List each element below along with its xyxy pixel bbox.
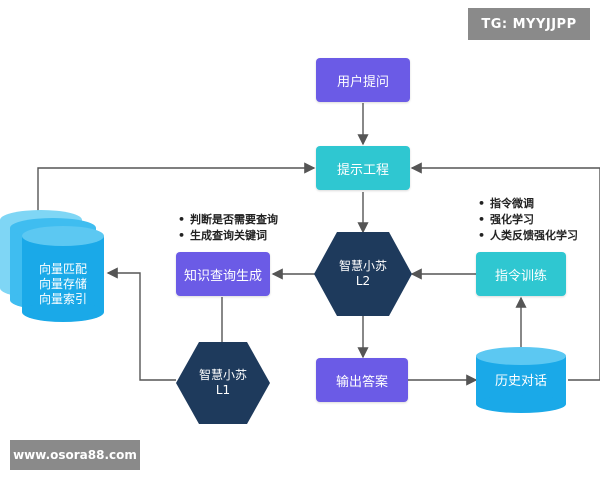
prompt-engineering-node: 提示工程 <box>316 146 410 190</box>
prompt-engineering-label: 提示工程 <box>336 162 389 178</box>
note-item: 强化学习 <box>476 212 578 228</box>
hexagon-l2-level: L2 <box>355 274 371 288</box>
edge-vectordb-to-prompt <box>37 162 316 215</box>
instruction-training-label: 指令训练 <box>494 268 547 284</box>
url-watermark-text: www.osora88.com <box>13 448 137 462</box>
hexagon-l1-node: 智慧小苏 L1 <box>176 363 270 403</box>
vector-db-line-3: 向量索引 <box>38 292 87 306</box>
hexagon-l2-shape <box>314 232 412 316</box>
note-item: 判断是否需要查询 <box>176 212 278 228</box>
edge-l1-to-vectordb <box>106 267 176 381</box>
user-question-node: 用户提问 <box>316 58 410 102</box>
vector-db-cylinder-stack <box>0 210 104 322</box>
vector-db-line-2: 向量存储 <box>38 277 87 291</box>
tg-watermark-text: TG: MYYJJPP <box>481 16 577 32</box>
hexagon-l2-name: 智慧小苏 <box>338 259 387 273</box>
tg-watermark-badge: TG: MYYJJPP <box>468 8 590 40</box>
url-watermark-badge: www.osora88.com <box>10 440 140 470</box>
hexagon-l1-shape <box>176 342 270 424</box>
hexagon-l2-node: 智慧小苏 L2 <box>314 254 412 294</box>
note-item: 生成查询关键词 <box>176 228 278 244</box>
knowledge-query-notes: 判断是否需要查询 生成查询关键词 <box>176 212 278 244</box>
user-question-label: 用户提问 <box>336 74 389 90</box>
knowledge-query-label: 知识查询生成 <box>183 268 262 284</box>
instruction-training-node: 指令训练 <box>476 252 566 296</box>
history-dialog-node: 历史对话 <box>476 374 566 389</box>
history-cylinder-shape <box>476 347 566 413</box>
output-answer-label: 输出答案 <box>335 374 388 390</box>
hexagon-l1-name: 智慧小苏 <box>198 368 247 382</box>
vector-db-line-1: 向量匹配 <box>38 262 87 276</box>
output-answer-node: 输出答案 <box>316 358 408 402</box>
edge-history-loop-to-prompt <box>410 162 600 381</box>
knowledge-query-node: 知识查询生成 <box>176 252 270 296</box>
hexagon-l1-level: L1 <box>215 383 231 397</box>
vector-db-node: 向量匹配 向量存储 向量索引 <box>22 262 104 307</box>
history-dialog-label: 历史对话 <box>494 374 547 389</box>
note-item: 指令微调 <box>476 196 578 212</box>
note-item: 人类反馈强化学习 <box>476 228 578 244</box>
instruction-training-notes: 指令微调 强化学习 人类反馈强化学习 <box>476 196 578 244</box>
